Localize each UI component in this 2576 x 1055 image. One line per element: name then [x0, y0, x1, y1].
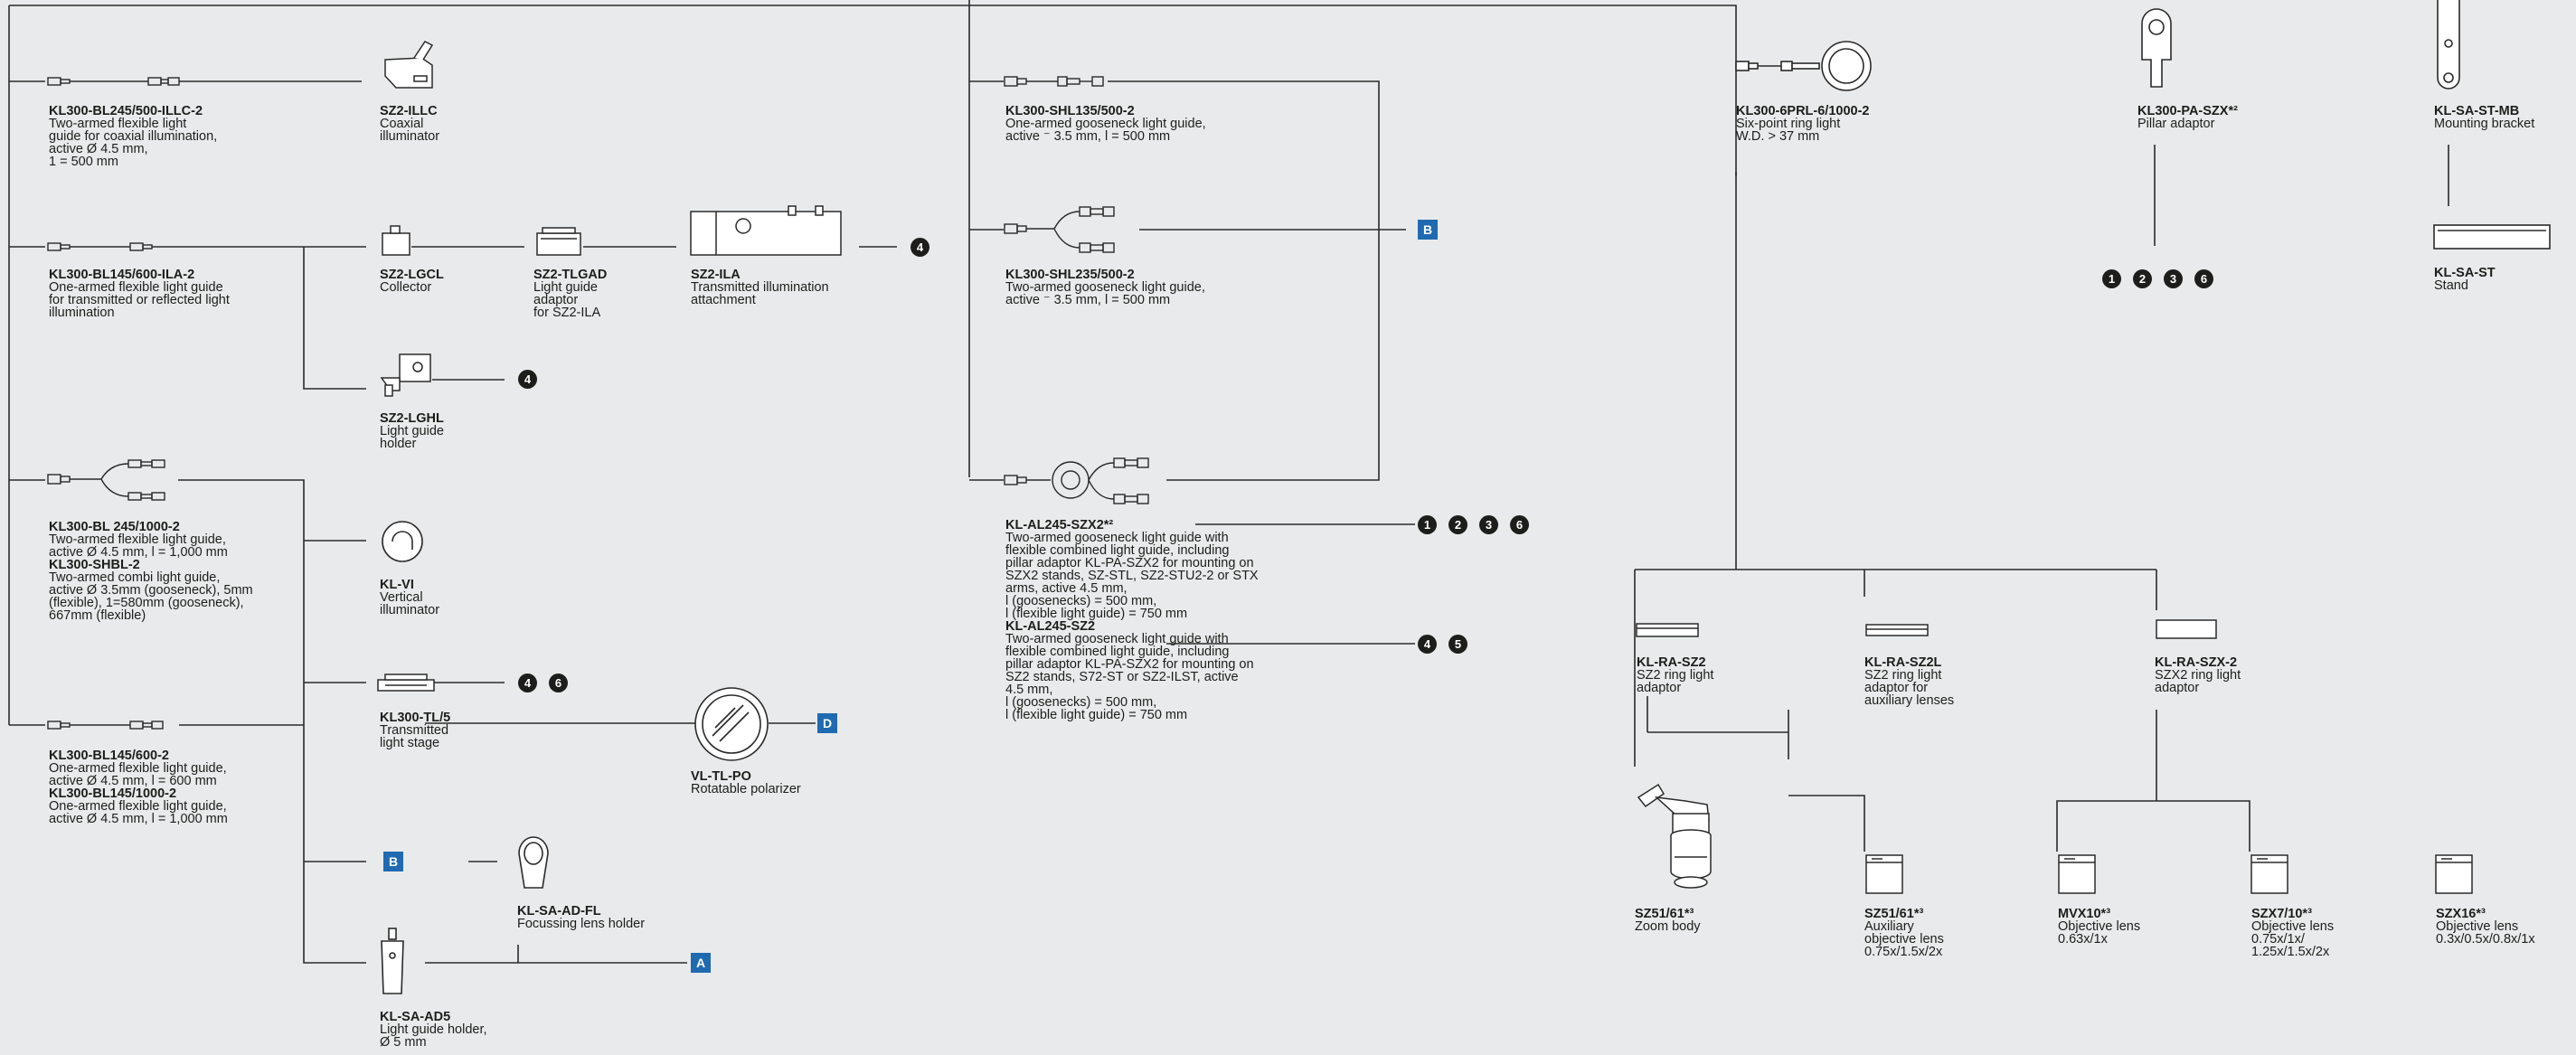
- marker-sz2-4: 4: [1418, 635, 1437, 654]
- two-arm-light-guide-icon: [47, 459, 165, 501]
- coaxial-illuminator-icon: [384, 41, 434, 89]
- marker-pa-6: 6: [2194, 269, 2213, 288]
- objective-lens-szx16-icon: [2435, 854, 2473, 894]
- marker-lghl-4: 4: [518, 370, 537, 389]
- badge-shl-b: B: [1418, 220, 1438, 240]
- light-guide-adaptor-icon: [536, 227, 581, 256]
- mounting-bracket-icon: [2437, 0, 2460, 89]
- objective-lens-szx7-icon: [2250, 854, 2288, 894]
- marker-tl5-4: 4: [518, 674, 537, 692]
- marker-pa-1: 1: [2102, 269, 2121, 288]
- flexible-light-guide-two-arm-icon: [47, 77, 194, 86]
- flexible-light-guide-one-arm-icon: [47, 242, 181, 251]
- light-guide-holder-icon: [380, 353, 431, 397]
- marker-szx2-1: 1: [1418, 515, 1437, 534]
- badge-polarizer-d: D: [817, 713, 837, 733]
- marker-szx2-2: 2: [1448, 515, 1467, 534]
- marker-szx2-6: 6: [1510, 515, 1529, 534]
- focussing-lens-holder-icon: [518, 836, 549, 889]
- marker-pa-3: 3: [2164, 269, 2183, 288]
- marker-pa-2: 2: [2133, 269, 2152, 288]
- flexible-light-guide-icon: [47, 721, 164, 730]
- label-kl-al245-szx2: KL-AL245-SZX2*² Two-armed gooseneck ligh…: [1005, 518, 1259, 722]
- ring-light-icon: [1735, 41, 1872, 91]
- label-kl300-bl145-600-ila: KL300-BL145/600-ILA-2 One-armed flexible…: [49, 268, 230, 320]
- marker-ila-4: 4: [911, 238, 929, 257]
- badge-bl145-b: B: [383, 852, 403, 871]
- label-kl300-bl245-1000: KL300-BL 245/1000-2 Two-armed flexible l…: [49, 520, 253, 623]
- combined-light-guide-icon: [1004, 457, 1149, 504]
- marker-sz2-5: 5: [1448, 635, 1467, 654]
- marker-tl5-6: 6: [549, 674, 568, 692]
- zoom-body-icon: [1637, 783, 1712, 889]
- label-kl300-bl245-500: KL300-BL245/500-ILLC-2 Two-armed flexibl…: [49, 104, 218, 169]
- auxiliary-objective-lens-icon: [1865, 854, 1903, 894]
- ring-light-adaptor-sz2-icon: [1636, 623, 1699, 637]
- pillar-adaptor-icon: [2141, 8, 2172, 88]
- objective-lens-mvx-icon: [2058, 854, 2096, 894]
- marker-szx2-3: 3: [1479, 515, 1498, 534]
- badge-ad5-a: A: [691, 953, 711, 973]
- gooseneck-light-guide-two-arm-icon: [1004, 206, 1115, 253]
- vertical-illuminator-icon: [382, 521, 423, 562]
- stand-icon: [2433, 224, 2551, 250]
- ring-light-adaptor-sz2l-icon: [1865, 624, 1929, 636]
- transmitted-light-stage-icon: [377, 674, 435, 692]
- gooseneck-light-guide-one-arm-icon: [1004, 76, 1104, 87]
- collector-icon: [382, 225, 410, 256]
- rotatable-polarizer-icon: [694, 687, 769, 761]
- ring-light-adaptor-szx-icon: [2156, 619, 2217, 639]
- label-kl300-bl145-600: KL300-BL145/600-2 One-armed flexible lig…: [49, 749, 228, 826]
- transmitted-illumination-attachment-icon: [690, 205, 842, 256]
- light-guide-holder-5mm-icon: [381, 928, 404, 994]
